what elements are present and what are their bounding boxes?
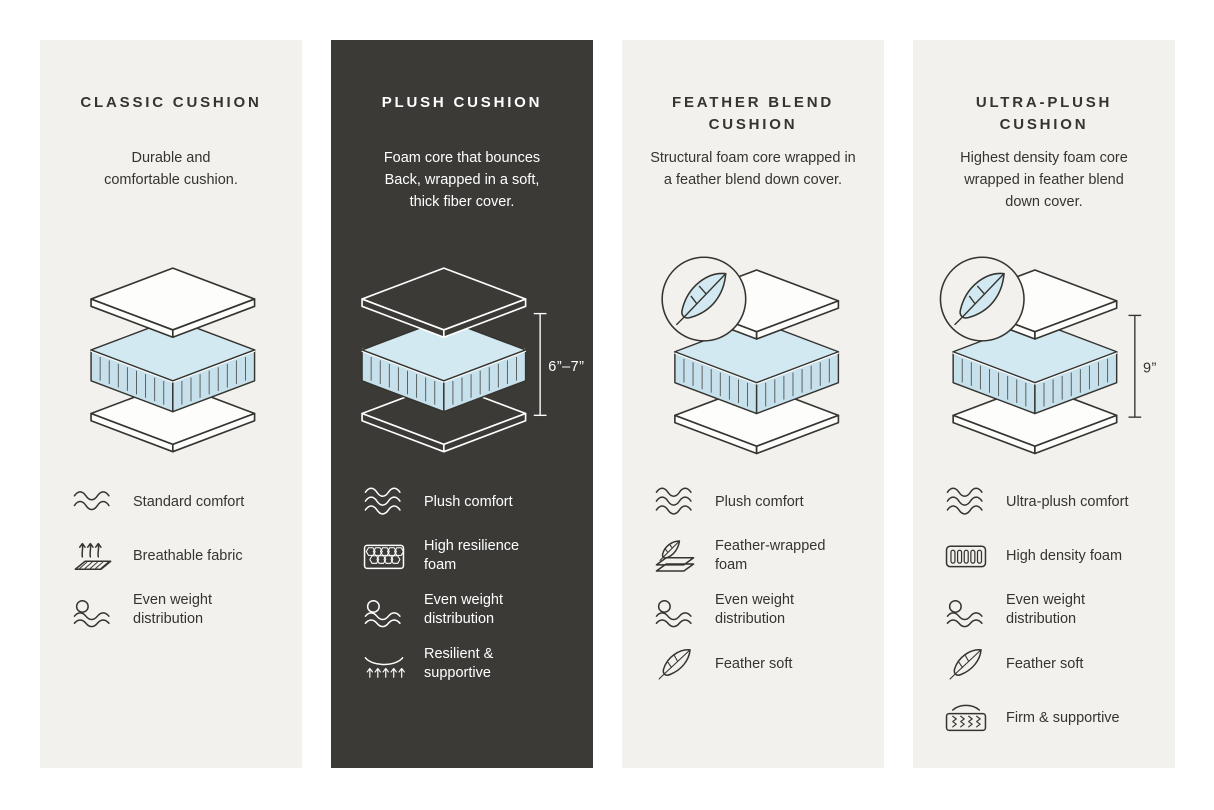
feature-label: Ultra-plush comfort: [1006, 493, 1129, 510]
feature-list: Plush comfort Feather-wrapped foam Even …: [622, 480, 884, 686]
foam-core: [952, 320, 1118, 415]
feature-label: Plush comfort: [424, 493, 513, 510]
feature-label: Standard comfort: [133, 493, 245, 510]
card-classic-cushion: CLASSIC CUSHION Durable and comfortable …: [40, 40, 302, 768]
feature-label: Feather soft: [1006, 655, 1084, 672]
dimension-label: 6”–7”: [548, 359, 584, 375]
even-weight-icon: [650, 591, 700, 629]
feature-item: Even weight distribution: [68, 588, 290, 632]
bottom-cover: [90, 382, 256, 453]
resilient-springs-icon: [359, 645, 409, 683]
cushion-layers-illustration: [661, 256, 840, 455]
high-density-foam-icon: [941, 537, 991, 575]
bottom-cover: [361, 382, 527, 453]
cushion-layers-illustration: 6”–7”: [361, 267, 584, 453]
breathable-fabric-icon: [68, 537, 118, 575]
comfort-waves-icon: [359, 483, 409, 521]
card-title: PLUSH CUSHION: [381, 94, 543, 111]
feature-item: Plush comfort: [650, 480, 872, 524]
card-plush-cushion: PLUSH CUSHION Foam core that bounces Bac…: [331, 40, 593, 768]
feature-item: High density foam: [941, 534, 1163, 578]
feature-label: High resilience foam: [424, 538, 520, 573]
card-ultra-plush-cushion: ULTRA-PLUSH CUSHION Highest density foam…: [913, 40, 1175, 768]
feature-label: Feather-wrapped foam: [715, 538, 826, 573]
feature-item: Feather soft: [941, 642, 1163, 686]
card-title: FEATHER BLEND CUSHION: [672, 94, 834, 133]
card-description: Structural foam core wrapped in a feathe…: [650, 150, 856, 188]
feature-label: Even weight distribution: [133, 592, 212, 627]
feather-badge: [661, 256, 747, 343]
feature-list: Plush comfort High resilience foam Even …: [331, 480, 593, 686]
card-title: CLASSIC CUSHION: [80, 94, 262, 111]
feature-item: High resilience foam: [359, 534, 581, 578]
feature-item: Even weight distribution: [359, 588, 581, 632]
feature-item: Firm & supportive: [941, 696, 1163, 740]
comfort-waves-icon: [68, 483, 118, 521]
feature-list: Ultra-plush comfort High density foam Ev…: [913, 480, 1175, 740]
bottom-cover: [674, 384, 840, 455]
feature-label: Even weight distribution: [424, 592, 503, 627]
feature-label: Breathable fabric: [133, 547, 243, 564]
feature-item: Feather-wrapped foam: [650, 534, 872, 578]
feature-item: Even weight distribution: [650, 588, 872, 632]
cushion-diagram: 9”: [913, 228, 1175, 480]
feature-label: Even weight distribution: [715, 592, 794, 627]
dimension-indicator: 9”: [1128, 315, 1157, 419]
cushion-layers-illustration: [90, 267, 256, 453]
cushion-diagram: [622, 228, 884, 480]
feather-icon: [650, 645, 700, 683]
feature-item: Ultra-plush comfort: [941, 480, 1163, 524]
firm-support-icon: [941, 699, 991, 737]
top-cover: [90, 267, 256, 339]
top-cover: [361, 267, 527, 339]
feature-label: Resilient & supportive: [424, 646, 494, 681]
feature-label: Feather soft: [715, 655, 793, 672]
feature-item: Standard comfort: [68, 480, 290, 524]
feature-item: Breathable fabric: [68, 534, 290, 578]
even-weight-icon: [359, 591, 409, 629]
cushion-diagram: [40, 228, 302, 480]
feature-item: Even weight distribution: [941, 588, 1163, 632]
comfort-waves-icon: [650, 483, 700, 521]
card-description: Highest density foam core wrapped in fea…: [960, 150, 1128, 210]
even-weight-icon: [68, 591, 118, 629]
cushion-layers-illustration: 9”: [939, 256, 1157, 455]
feature-label: Firm & supportive: [1006, 709, 1120, 726]
feature-item: Feather soft: [650, 642, 872, 686]
feather-icon: [941, 645, 991, 683]
card-description: Durable and comfortable cushion.: [104, 150, 238, 188]
feather-wrapped-foam-icon: [650, 537, 700, 575]
dimension-label: 9”: [1143, 361, 1157, 377]
feature-item: Resilient & supportive: [359, 642, 581, 686]
feature-item: Plush comfort: [359, 480, 581, 524]
feather-badge: [939, 256, 1025, 343]
card-title: ULTRA-PLUSH CUSHION: [975, 94, 1113, 133]
foam-core: [90, 318, 256, 413]
even-weight-icon: [941, 591, 991, 629]
feature-label: High density foam: [1006, 547, 1123, 564]
card-feather-blend-cushion: FEATHER BLEND CUSHION Structural foam co…: [622, 40, 884, 768]
cushion-diagram: 6”–7”: [331, 228, 593, 480]
feature-list: Standard comfort Breathable fabric Even …: [40, 480, 302, 632]
feature-label: Plush comfort: [715, 493, 804, 510]
feature-label: Even weight distribution: [1006, 592, 1085, 627]
card-description: Foam core that bounces Back, wrapped in …: [383, 150, 541, 210]
comfort-waves-icon: [941, 483, 991, 521]
foam-core: [674, 320, 840, 415]
bottom-cover: [952, 384, 1118, 455]
dimension-indicator: 6”–7”: [533, 313, 584, 417]
honeycomb-foam-icon: [359, 537, 409, 575]
foam-core: [361, 318, 527, 413]
